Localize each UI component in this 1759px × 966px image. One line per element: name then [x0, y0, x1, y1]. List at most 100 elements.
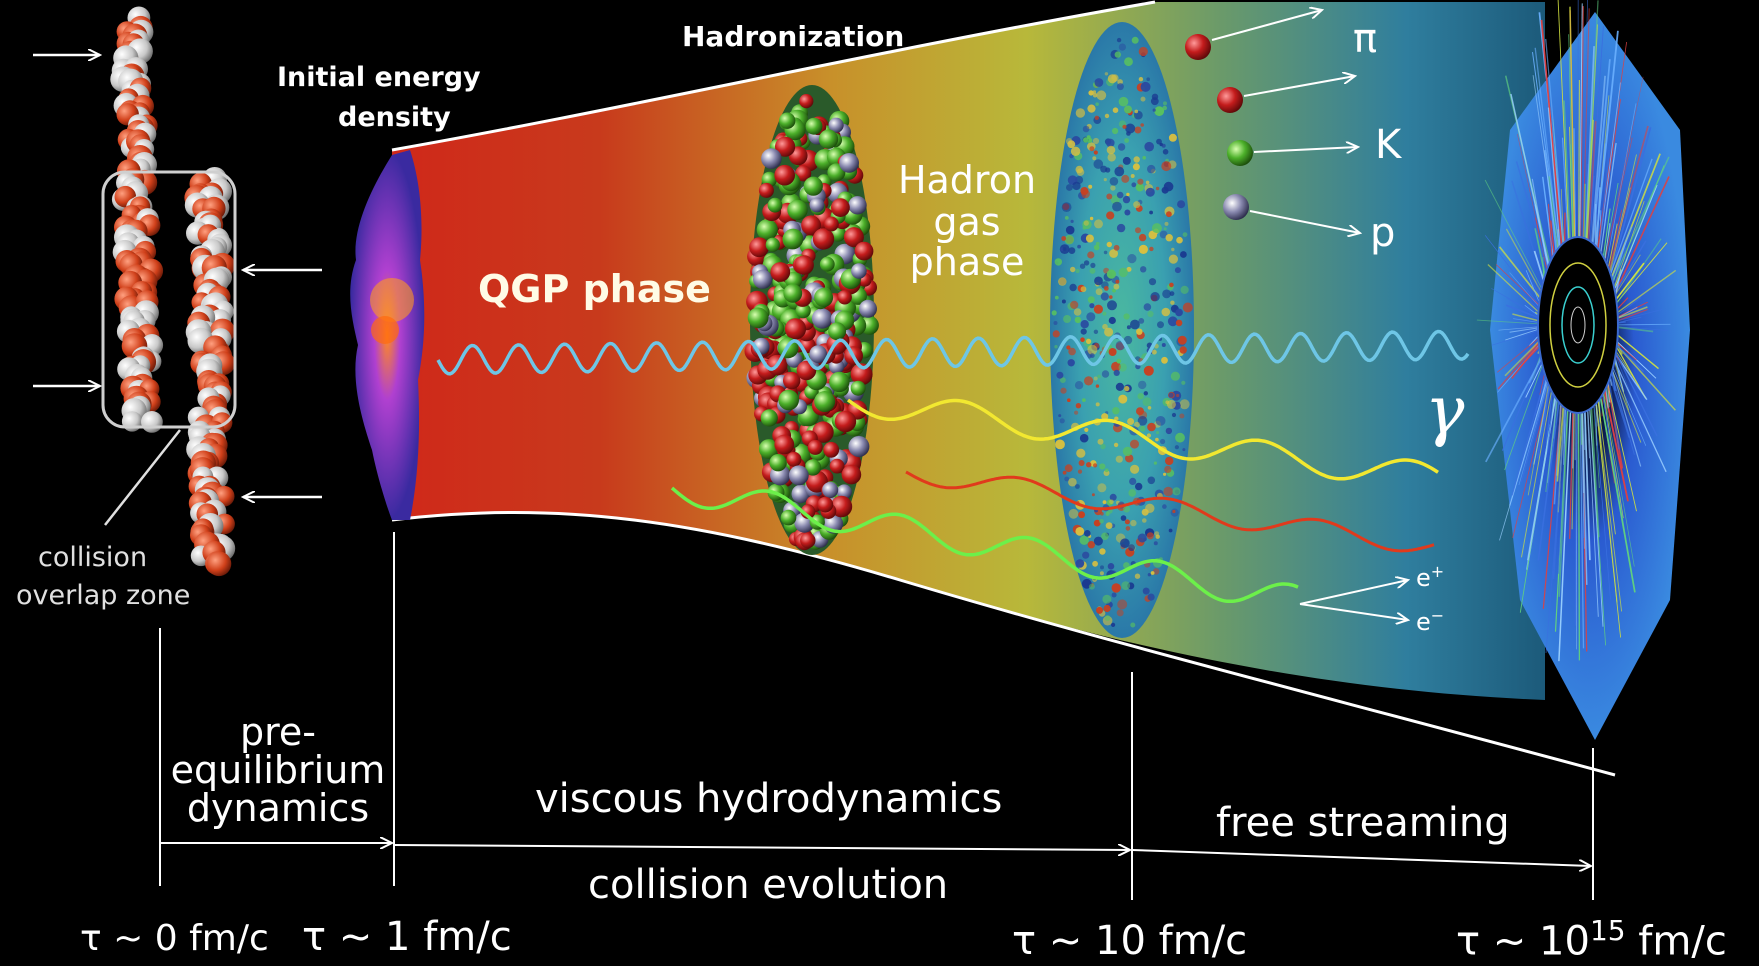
cmb-spot [1168, 528, 1173, 533]
cmb-spot [1131, 36, 1139, 44]
cmb-spot [1089, 303, 1095, 309]
cmb-spot [1102, 594, 1112, 604]
cmb-spot [1116, 191, 1124, 199]
hadron-ball [848, 196, 867, 215]
cmb-spot [1165, 427, 1173, 435]
cmb-spot [1074, 381, 1084, 390]
cmb-spot [1080, 337, 1085, 343]
cmb-spot [1175, 432, 1185, 443]
hadron-ball [778, 389, 799, 411]
cmb-spot [1124, 105, 1132, 114]
cmb-spot [1092, 156, 1097, 161]
hadron-ball [843, 227, 864, 248]
hadron-ball [770, 262, 791, 282]
hadron-ball [824, 216, 839, 232]
cmb-spot [1120, 515, 1127, 521]
cmb-spot [1138, 318, 1145, 324]
cmb-spot [1061, 299, 1066, 304]
cmb-spot [1136, 407, 1144, 416]
cmb-spot [1124, 385, 1130, 392]
cmb-spot [1075, 527, 1085, 536]
hadron-ball [753, 269, 773, 289]
cmb-spot [1130, 464, 1140, 474]
cmb-spot [1137, 533, 1147, 543]
cmb-spot [1093, 519, 1101, 527]
cmb-spot [1104, 113, 1110, 119]
hadron-ball [805, 117, 823, 135]
cmb-spot [1146, 433, 1151, 438]
detector-track [1611, 176, 1670, 300]
hadron-ball [811, 308, 833, 329]
cmb-spot [1104, 72, 1109, 76]
hadron-ball [818, 129, 839, 149]
cmb-spot [1089, 268, 1096, 274]
e-plus-label: e+ [1416, 562, 1444, 592]
cmb-spot [1068, 347, 1076, 356]
cmb-spot [1111, 592, 1117, 598]
qgp-phase-label: QGP phase [478, 267, 711, 311]
cmb-spot [1106, 193, 1113, 200]
detector-track [1558, 382, 1570, 597]
detector-track [1569, 6, 1576, 273]
cmb-spot [1149, 210, 1153, 215]
cmb-spot [1096, 90, 1107, 101]
detector-track [1578, 367, 1585, 649]
cmb-spot [1076, 448, 1086, 458]
cmb-spot [1157, 321, 1164, 329]
cmb-spot [1088, 90, 1094, 96]
cmb-spot [1107, 300, 1117, 311]
cmb-spot [1162, 504, 1167, 509]
detector-track [1583, 0, 1599, 281]
cmb-spot [1134, 109, 1139, 114]
cmb-spot [1058, 414, 1062, 418]
cmb-spot [1144, 141, 1154, 152]
cmb-spot [1131, 182, 1137, 188]
cmb-spot [1182, 302, 1193, 313]
detector-track [1607, 356, 1642, 467]
cmb-spot [1095, 241, 1100, 246]
collision-overlap-label-line2: overlap zone [16, 580, 191, 611]
cmb-spot [1142, 518, 1147, 523]
cmb-spot [1064, 464, 1073, 473]
cmb-spot [1125, 454, 1134, 463]
detector-track [1506, 297, 1543, 320]
cmb-spot [1124, 519, 1130, 525]
cmb-spot [1148, 278, 1157, 286]
hadron-ball [783, 228, 804, 249]
proton-ball [1223, 194, 1249, 220]
proton-label: p [1370, 210, 1396, 256]
cmb-spot [1118, 363, 1127, 372]
cmb-spot [1126, 131, 1131, 136]
detector-track [1496, 333, 1544, 373]
time-t0-label: τ ~ 0 fm/c [80, 918, 269, 959]
cmb-spot [1122, 195, 1131, 204]
cmb-spot [1123, 505, 1131, 513]
cmb-spot [1104, 468, 1109, 473]
overlap-zone-outline [101, 170, 237, 429]
cmb-spot [1129, 477, 1137, 485]
cmb-spot [1053, 321, 1058, 325]
cmb-spot [1065, 225, 1075, 235]
kaon-ball [1227, 140, 1253, 166]
cmb-spot [1112, 201, 1122, 212]
cmb-spot [1109, 493, 1117, 501]
cmb-spot [1075, 108, 1086, 118]
detector-track [1558, 370, 1574, 662]
detector-track [1581, 8, 1590, 273]
cmb-spot [1171, 412, 1177, 418]
hadron-ball [784, 318, 807, 340]
cmb-spot [1059, 418, 1065, 424]
cmb-spot [1112, 288, 1116, 293]
cmb-spot [1128, 489, 1136, 497]
e-plus-base: e [1416, 564, 1431, 592]
cmb-spot [1062, 470, 1067, 475]
time-tfinal-suffix: fm/c [1625, 918, 1727, 965]
cmb-spot [1068, 247, 1076, 255]
cmb-spot [1111, 622, 1116, 628]
cmb-spot [1067, 140, 1076, 149]
cmb-spot [1067, 359, 1075, 367]
cmb-spot [1155, 186, 1160, 191]
cmb-spot [1107, 563, 1115, 570]
cmb-spot [1143, 365, 1154, 376]
hadron-ball [800, 532, 816, 549]
